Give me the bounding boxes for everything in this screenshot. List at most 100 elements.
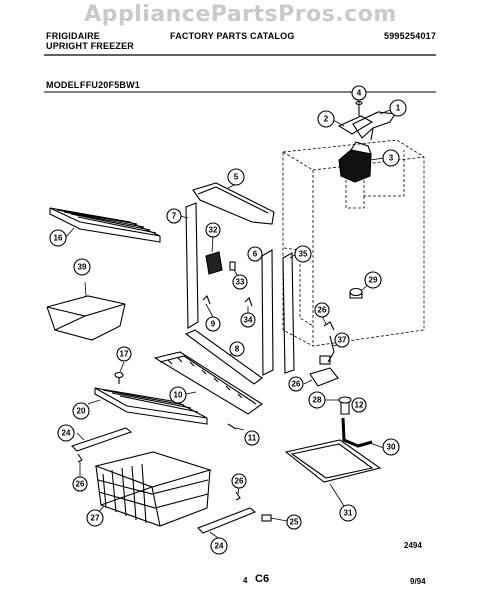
svg-text:9: 9	[211, 320, 216, 329]
part-17-screw	[114, 371, 124, 384]
part-8-gasket-bottom	[184, 329, 263, 385]
callout-2: 2	[317, 110, 335, 128]
svg-text:35: 35	[299, 250, 308, 259]
part-2-plate	[337, 115, 374, 135]
part-26-clip-b	[235, 491, 241, 501]
svg-text:33: 33	[236, 278, 245, 287]
svg-text:17: 17	[120, 350, 129, 359]
part-26-clip-a	[77, 453, 83, 463]
part-31-pan	[284, 439, 382, 483]
part-27-basket	[94, 451, 212, 527]
part-25-stop	[261, 514, 272, 522]
part-10-grille	[153, 351, 263, 415]
part-32-switch	[205, 251, 223, 275]
svg-text:2: 2	[324, 115, 329, 124]
callout-11: 11	[244, 430, 260, 446]
svg-text:3: 3	[389, 154, 394, 163]
catalog-number: 5995254017	[384, 31, 437, 41]
svg-text:16: 16	[54, 234, 63, 243]
callout-28: 28	[308, 391, 326, 409]
callout-37: 37	[334, 332, 350, 348]
callout-4: 4	[351, 85, 367, 101]
callout-31: 31	[339, 504, 357, 522]
callout-30: 30	[382, 438, 400, 456]
callout-35: 35	[294, 245, 312, 263]
product-label: UPRIGHT FREEZER	[46, 41, 135, 51]
brand-label: FRIGIDAIRE	[46, 31, 101, 41]
watermark: AppliancePartsPros.com	[84, 2, 397, 27]
callout-34: 34	[240, 312, 256, 328]
svg-text:34: 34	[244, 316, 253, 325]
callout-10: 10	[169, 386, 187, 404]
callout-29: 29	[364, 271, 382, 289]
svg-text:26: 26	[76, 480, 85, 489]
model-label: MODEL:	[46, 80, 83, 90]
svg-text:27: 27	[91, 514, 100, 523]
figure-code: 2494	[404, 541, 422, 550]
svg-text:10: 10	[174, 391, 183, 400]
part-11-screw	[227, 423, 237, 430]
svg-text:1: 1	[396, 104, 401, 113]
part-39-bin	[46, 295, 126, 341]
part-20-shelf	[94, 387, 208, 425]
part-34-clip	[244, 297, 253, 307]
svg-text:28: 28	[313, 396, 322, 405]
svg-text:39: 39	[78, 263, 87, 272]
callout-7: 7	[166, 208, 182, 224]
svg-text:26: 26	[318, 306, 327, 315]
callout-17: 17	[116, 346, 132, 362]
part-28-fitting	[338, 396, 352, 415]
part-35-strip	[282, 252, 295, 374]
callout-24-lower: 24	[210, 537, 228, 555]
callout-5: 5	[227, 168, 245, 186]
callout-24-upper: 24	[57, 424, 75, 442]
callout-33: 33	[232, 274, 248, 290]
catalog-title: FACTORY PARTS CATALOG	[170, 31, 295, 41]
callout-26-left: 26	[72, 476, 88, 492]
svg-text:30: 30	[387, 443, 396, 452]
part-16-shelf	[49, 207, 161, 243]
svg-text:31: 31	[344, 509, 353, 518]
part-26-fitting	[323, 321, 335, 331]
svg-text:25: 25	[290, 518, 299, 527]
part-7-gasket-left	[185, 202, 199, 329]
svg-text:12: 12	[355, 401, 364, 410]
svg-text:24: 24	[62, 429, 71, 438]
part-6-gasket-right	[261, 249, 274, 376]
section-code: C6	[255, 573, 270, 585]
part-3-light	[338, 141, 372, 183]
page-number: 4	[243, 576, 248, 585]
callout-26-bracket: 26	[288, 376, 304, 392]
svg-text:29: 29	[369, 276, 378, 285]
callout-26-mid: 26	[231, 473, 247, 489]
part-24-lower-rail	[197, 507, 257, 534]
callout-8: 8	[229, 341, 245, 357]
part-29-plug	[349, 287, 363, 299]
svg-text:37: 37	[338, 336, 347, 345]
callout-20: 20	[72, 402, 90, 420]
callout-32: 32	[205, 222, 221, 238]
part-1-bracket	[352, 111, 396, 141]
svg-text:11: 11	[248, 434, 257, 443]
part-24-upper-rail	[70, 427, 133, 452]
part-33-clip	[229, 261, 236, 271]
part-37-tube	[319, 335, 335, 365]
callout-16: 16	[49, 229, 67, 247]
callout-9: 9	[205, 316, 221, 332]
svg-text:8: 8	[235, 345, 240, 354]
svg-text:32: 32	[209, 226, 218, 235]
callout-3: 3	[382, 149, 400, 167]
svg-text:24: 24	[215, 542, 224, 551]
callout-26-right: 26	[314, 302, 330, 318]
callout-6: 6	[247, 246, 263, 262]
svg-text:20: 20	[77, 407, 86, 416]
callout-27: 27	[86, 509, 104, 527]
svg-text:6: 6	[253, 250, 258, 259]
part-36-bracket	[309, 367, 339, 387]
part-30-drain	[341, 417, 373, 448]
revision-date: 9/94	[410, 577, 426, 586]
part-5-gasket-top	[192, 182, 275, 225]
svg-text:5: 5	[234, 173, 239, 182]
